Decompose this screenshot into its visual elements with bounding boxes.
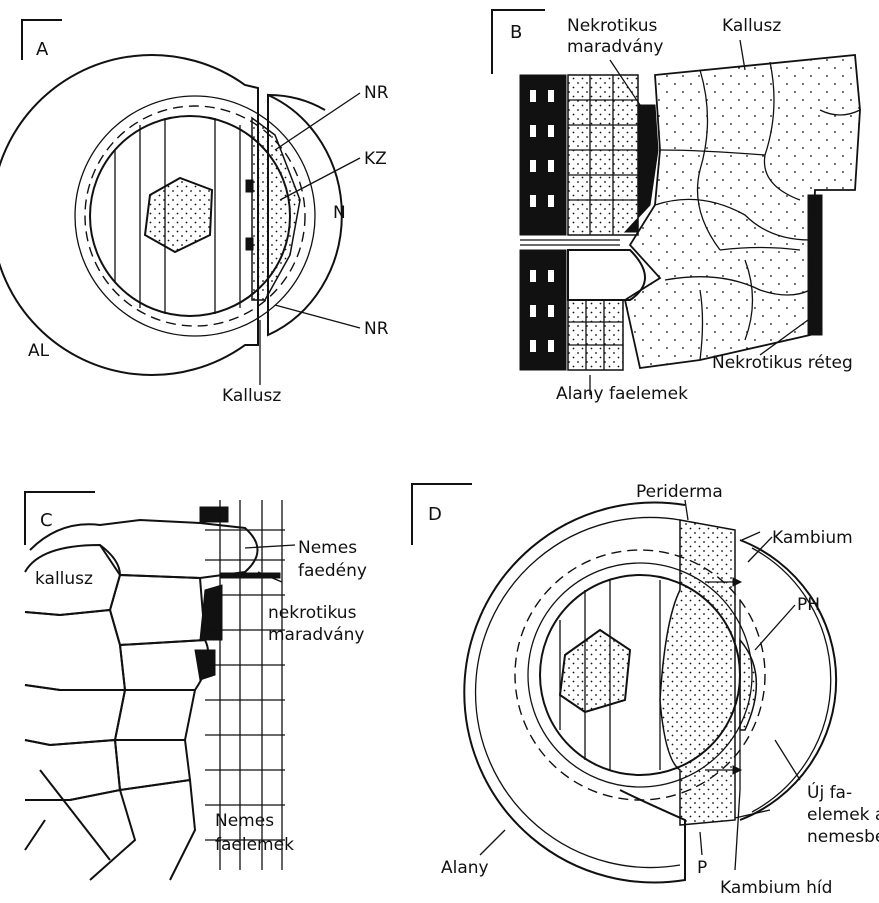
periderma-label: Periderma xyxy=(636,482,723,502)
alany-label: Alany xyxy=(441,858,489,878)
nemes-faedeny-label-line2: faedény xyxy=(298,561,367,581)
rootstock-wood-block xyxy=(520,250,566,370)
kz-label: KZ xyxy=(364,149,387,169)
scion-bark-outer-d xyxy=(752,548,831,812)
panel-a: A NR KZ N NR AL Kallusz xyxy=(0,20,389,406)
nekrotikus-maradvany-label-line2: maradvány xyxy=(567,37,664,57)
panel-b-letter: B xyxy=(510,22,522,43)
p-leader xyxy=(700,832,702,855)
ph-leader xyxy=(755,605,795,650)
kallusz-a-label: Kallusz xyxy=(222,386,281,406)
nemes-faedeny-leader xyxy=(245,545,295,548)
nekrotikus-reteg-label: Nekrotikus réteg xyxy=(712,353,853,373)
uj-faelemek-label-line2: elemek a xyxy=(807,805,879,825)
ph-tissue xyxy=(740,640,756,730)
kambium-hid-label: Kambium híd xyxy=(720,878,832,898)
nr-top-leader xyxy=(275,93,360,150)
panel-c: C xyxy=(25,492,367,880)
panel-a-necrotic-mark xyxy=(246,238,253,250)
panel-a-pith xyxy=(145,178,212,252)
callus-tissue xyxy=(625,55,860,368)
nekrotikus-c-label-line1: nekrotikus xyxy=(268,603,357,623)
necrotic-remnant-c xyxy=(200,585,222,640)
panel-c-corner-bracket xyxy=(25,492,95,545)
uj-faelemek-leader xyxy=(775,740,800,780)
alany-faelemek-label: Alany faelemek xyxy=(556,384,688,404)
panel-d-corner-bracket xyxy=(412,484,472,545)
panel-a-letter: A xyxy=(36,39,49,60)
ph-label: PH xyxy=(797,595,820,615)
panel-a-necrotic-mark xyxy=(246,180,253,192)
kambium-label: Kambium xyxy=(772,528,853,548)
panel-b: B xyxy=(492,10,860,404)
wood-cell-column xyxy=(568,75,638,235)
periderma-leader xyxy=(685,500,688,520)
nekrotikus-c-label-line2: maradvány xyxy=(268,625,365,645)
n-label: N xyxy=(333,203,346,223)
uj-faelemek-label-line3: nemesben xyxy=(807,827,879,847)
wood-cell-column-lower xyxy=(568,300,623,370)
graft-cavity xyxy=(568,250,645,300)
nr-top-label: NR xyxy=(364,83,389,103)
graft-union-region xyxy=(660,520,735,825)
nemes-faedeny-label-line1: Nemes xyxy=(298,538,357,558)
panel-a-callus-zone xyxy=(252,118,300,300)
uj-faelemek-label-line1: Új fa- xyxy=(807,781,852,803)
al-label: AL xyxy=(28,341,50,361)
scion-bark-edge xyxy=(268,95,325,110)
rootstock-wood-block xyxy=(520,75,566,235)
panel-d-letter: D xyxy=(428,504,442,525)
alany-leader xyxy=(480,830,505,855)
panel-d: D xyxy=(412,482,879,898)
p-label: P xyxy=(697,858,707,878)
kallusz-b-label: Kallusz xyxy=(722,16,781,36)
nemes-faelemek-label-line1: Nemes xyxy=(215,811,274,831)
nr-bottom-label: NR xyxy=(364,319,389,339)
scion-bark-tip xyxy=(742,532,760,540)
panel-c-letter: C xyxy=(40,510,53,531)
nekrotikus-maradvany-label-line1: Nekrotikus xyxy=(567,16,658,36)
necrotic-remnant-c xyxy=(200,507,228,522)
panel-d-pith xyxy=(560,630,630,712)
nemes-faelemek-label-line2: faelemek xyxy=(215,835,294,855)
rootstock-outer-bark xyxy=(0,55,258,375)
kallusz-c-label: kallusz xyxy=(35,569,93,589)
